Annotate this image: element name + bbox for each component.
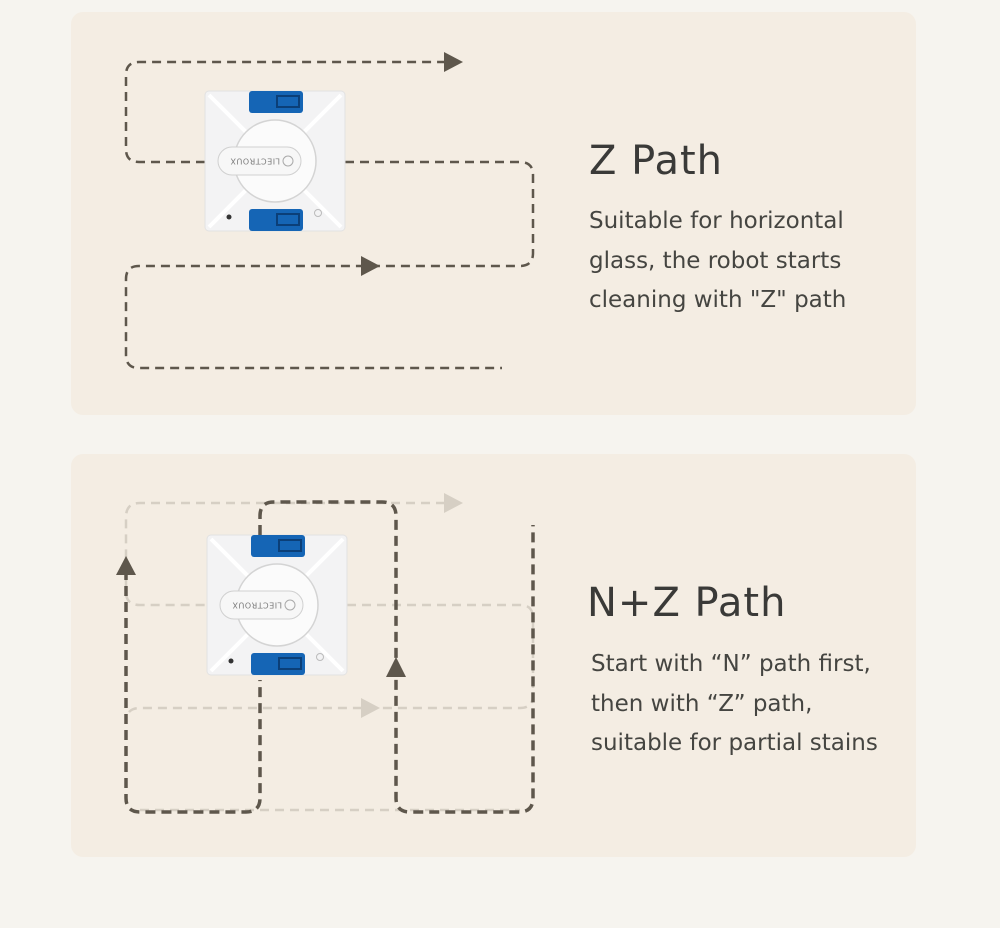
nz-path-diagram: LIECTROUX <box>116 493 535 814</box>
z-path-description: Suitable for horizontal glass, the robot… <box>589 208 847 313</box>
arrow-up-icon <box>116 556 136 575</box>
nz-path-card: LIECTROUX N+Z Path Start with “N” path f… <box>71 454 916 857</box>
arrow-right-icon <box>444 52 463 72</box>
robot-logo: LIECTROUX <box>232 601 282 610</box>
nz-path-description: Start with “N” path first, then with “Z”… <box>591 651 878 756</box>
arrow-up-icon <box>386 657 406 677</box>
z-path-diagram: LIECTROUX <box>124 52 535 370</box>
z-path-line-main <box>124 160 535 370</box>
arrow-right-faint-icon <box>361 698 380 718</box>
z-path-title: Z Path <box>589 138 723 184</box>
arrow-right-faint-icon <box>444 493 463 513</box>
z-path-card: LIECTROUX Z Path Suitable for horizontal… <box>71 12 916 415</box>
z-path-line-faint <box>124 501 535 812</box>
z-path-line-top <box>124 60 450 164</box>
arrow-right-icon <box>361 256 380 276</box>
robot-logo: LIECTROUX <box>230 157 280 166</box>
nz-path-title: N+Z Path <box>587 580 787 626</box>
